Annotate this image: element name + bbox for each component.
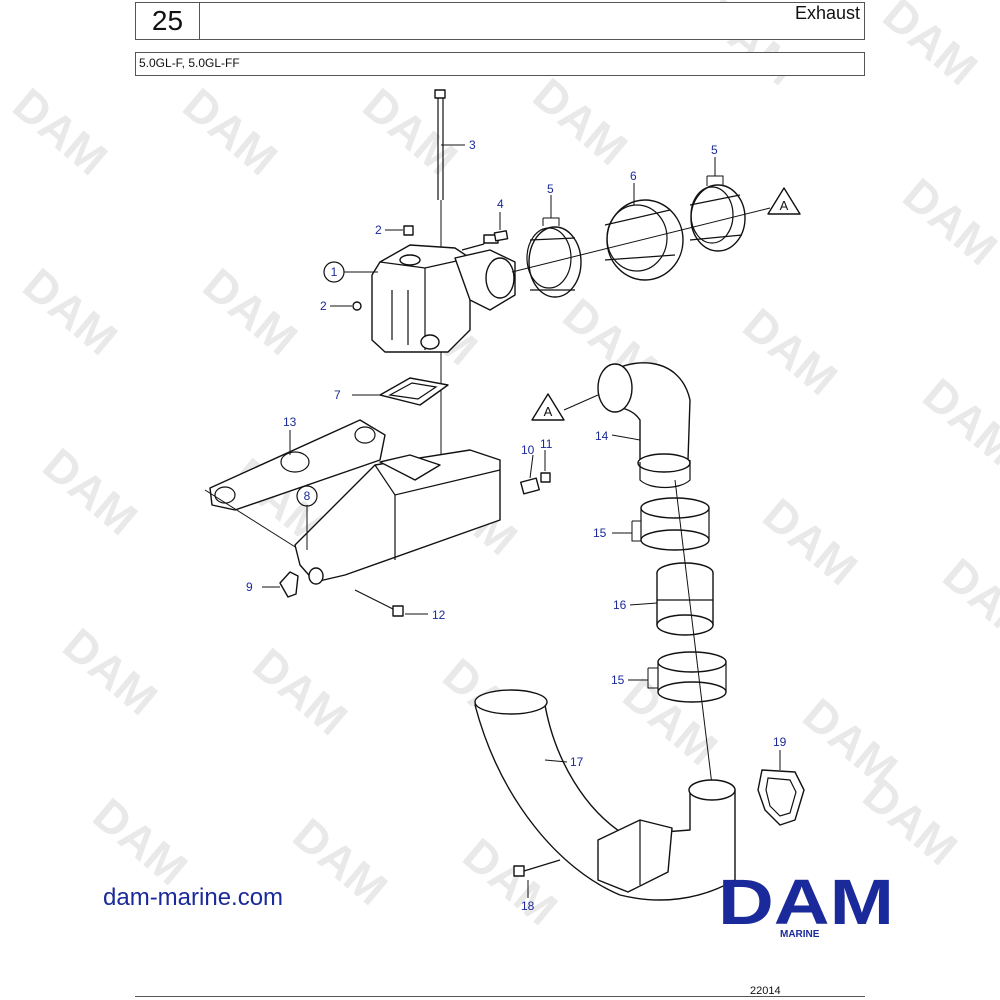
callout-9: 9 [246, 580, 253, 594]
part-manifold-gasket [204, 419, 386, 551]
callout-labels: 1 2 2 3 4 5 5 6 7 8 9 10 11 12 13 14 15 … [246, 138, 787, 913]
part-fitting [493, 230, 509, 242]
watermark: DAM [934, 548, 1000, 655]
watermark: DAM [354, 78, 468, 185]
callout-10: 10 [521, 443, 535, 457]
part-pipe-gasket [757, 769, 805, 826]
reference-a-lower: A [531, 393, 599, 421]
callout-7: 7 [334, 388, 341, 402]
watermark: DAM [284, 808, 398, 915]
callout-5: 5 [711, 143, 718, 157]
watermark: DAM [194, 258, 308, 365]
svg-text:A: A [780, 198, 789, 213]
callout-17: 17 [570, 755, 584, 769]
watermark: DAM [4, 78, 118, 185]
watermark: DAM [874, 0, 988, 95]
section-header: 25 Exhaust [135, 2, 865, 40]
callout-2: 2 [375, 223, 382, 237]
svg-text:A: A [544, 404, 553, 419]
callout-8: 8 [304, 489, 311, 503]
watermark: DAM [754, 488, 868, 595]
reference-a-upper: A [767, 187, 801, 215]
part-elbow-gasket [379, 377, 449, 406]
part-hose-clamp-lower [657, 651, 727, 703]
callout-1: 1 [331, 265, 338, 279]
watermark-layer: DAM DAM DAM DAM DAM DAM DAM DAM DAM DAM … [4, 0, 1000, 935]
callout-3: 3 [469, 138, 476, 152]
model-bar: 5.0GL-F, 5.0GL-FF [135, 52, 865, 76]
watermark: DAM [54, 618, 168, 725]
dam-logo: DAM [718, 872, 894, 938]
model-list: 5.0GL-F, 5.0GL-FF [139, 56, 240, 70]
section-number: 25 [136, 3, 200, 39]
watermark: DAM [244, 638, 358, 745]
watermark: DAM [524, 68, 638, 175]
part-hose-clamp-upper-left [526, 226, 582, 298]
part-drain-plug [520, 477, 540, 495]
callout-leaders [262, 144, 781, 898]
watermark: DAM [14, 258, 128, 365]
part-exhaust-manifold [294, 449, 501, 585]
callout-19: 19 [773, 735, 787, 749]
part-hose-sleeve [604, 199, 684, 281]
callout-5: 5 [547, 182, 554, 196]
callout-15: 15 [593, 526, 607, 540]
callout-12: 12 [432, 608, 446, 622]
section-title: Exhaust [794, 3, 860, 23]
watermark: DAM [84, 788, 198, 895]
watermark: DAM [914, 368, 1000, 475]
part-elbow-fitting [279, 571, 299, 598]
part-elbow-hose [597, 362, 691, 489]
callout-4: 4 [497, 197, 504, 211]
callout-14: 14 [595, 429, 609, 443]
drawing-number: 22014 [750, 985, 781, 997]
part-exhaust-pipe [474, 689, 736, 901]
callout-15: 15 [611, 673, 625, 687]
part-hose-clamp-upper-right [689, 184, 746, 252]
callout-6: 6 [630, 169, 637, 183]
watermark: DAM [734, 298, 848, 405]
watermark: DAM [174, 78, 288, 185]
part-plug-small [540, 472, 551, 483]
watermark: DAM [34, 438, 148, 545]
brand-subtitle: MARINE [780, 929, 820, 940]
callout-11: 11 [540, 437, 553, 451]
callout-18: 18 [521, 899, 535, 913]
part-pipe-bolt [513, 859, 561, 877]
part-hose-clamp-mid [640, 497, 710, 551]
callout-16: 16 [613, 598, 627, 612]
part-exhaust-elbow [352, 225, 516, 353]
part-manifold-bolt [354, 589, 404, 617]
site-link[interactable]: dam-marine.com [103, 884, 284, 911]
watermark: DAM [894, 168, 1000, 275]
callout-13: 13 [283, 415, 297, 429]
callout-2: 2 [320, 299, 327, 313]
svg-text:DAM: DAM [718, 872, 894, 938]
bottom-rule [135, 996, 865, 997]
part-exhaust-bellows [656, 562, 714, 636]
